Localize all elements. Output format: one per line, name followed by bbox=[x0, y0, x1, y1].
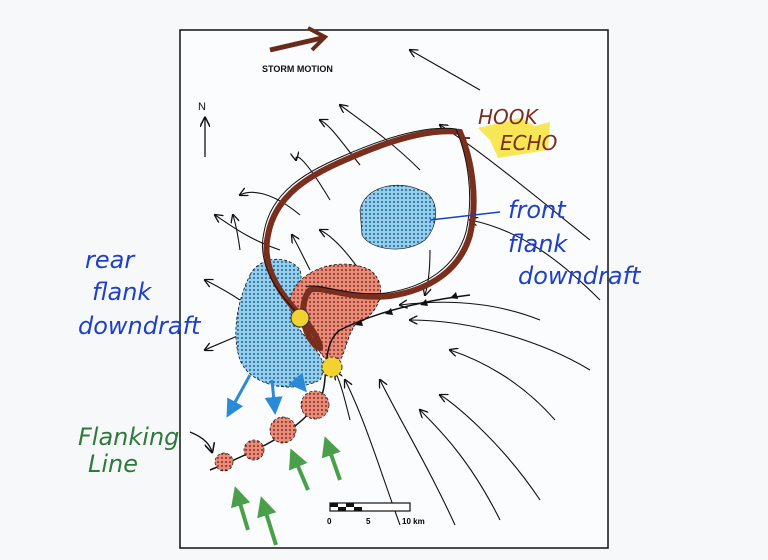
hook-echo-outline bbox=[263, 128, 477, 352]
flanking-line-cells bbox=[214, 390, 330, 472]
tornado-marker bbox=[290, 308, 310, 328]
front-flank-label-line3: downdraft bbox=[518, 262, 642, 290]
flanking-line-label-line1: Flanking bbox=[78, 423, 179, 451]
tornado-marker bbox=[321, 356, 343, 378]
scale-bar: 0 5 10 km bbox=[327, 502, 425, 526]
front-flank-downdraft-area bbox=[359, 184, 436, 250]
downdraft-outflow-arrows bbox=[226, 372, 307, 418]
front-flank-label-line1: front bbox=[508, 196, 567, 224]
hook-echo-highlight bbox=[478, 118, 550, 158]
north-label: N bbox=[198, 101, 206, 113]
hook-echo-label-line1: HOOK bbox=[478, 105, 540, 129]
rear-flank-label-line1: rear bbox=[85, 246, 136, 274]
storm-motion-label: STORM MOTION bbox=[262, 64, 333, 74]
rear-flank-downdraft-area bbox=[235, 258, 324, 388]
scale-tick: 10 km bbox=[402, 517, 425, 526]
gust-front-barbs bbox=[355, 292, 458, 326]
flanking-line-pointer bbox=[189, 431, 212, 452]
storm-motion-arrow-icon bbox=[269, 26, 329, 53]
rear-flank-label-line2: flank bbox=[92, 278, 152, 306]
scale-tick: 0 bbox=[327, 517, 332, 526]
hook-echo-label-line2: ECHO bbox=[500, 131, 557, 155]
inflow-arrows bbox=[231, 436, 342, 546]
rear-flank-label-line3: downdraft bbox=[78, 312, 202, 340]
scale-tick: 5 bbox=[366, 517, 371, 526]
flanking-line-label-line2: Line bbox=[88, 450, 138, 478]
front-flank-label-line2: flank bbox=[508, 230, 568, 258]
front-flank-pointer bbox=[429, 211, 501, 221]
